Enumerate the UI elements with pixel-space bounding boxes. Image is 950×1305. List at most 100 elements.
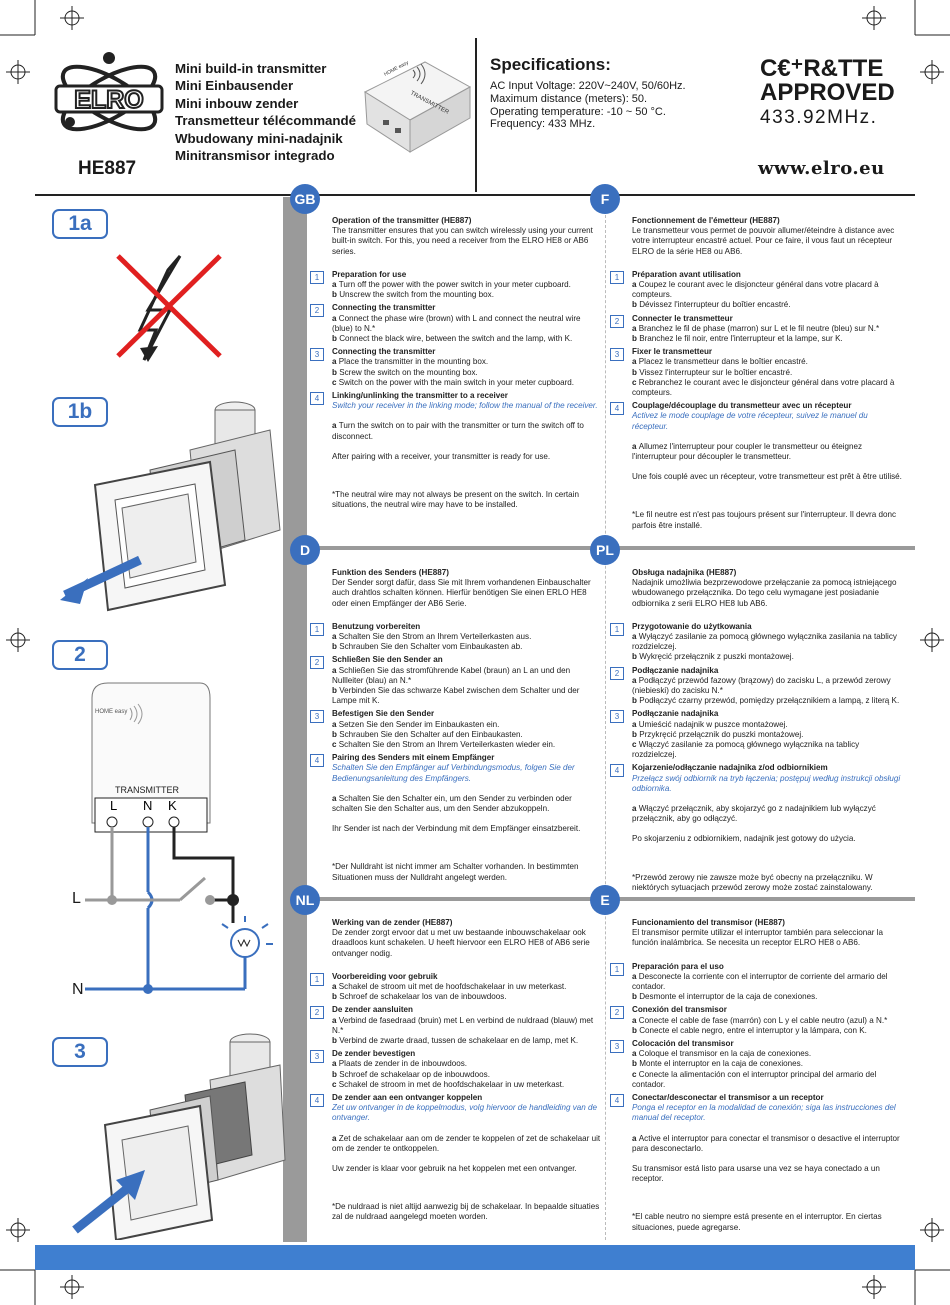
step-line: a Desconecte la corriente con el interru… — [632, 971, 888, 992]
step-line: c Schalten Sie den Strom an Ihrem Vertei… — [332, 740, 556, 750]
title-en: Mini build-in transmitter — [175, 61, 327, 76]
title-es: Minitransmisor integrado — [175, 148, 335, 164]
section-intro: Nadajnik umożliwia bezprzewodowe przełąc… — [632, 578, 897, 608]
step-line: a Coloque el transmisor en la caja de co… — [632, 1049, 812, 1059]
step-letter: a — [332, 421, 339, 431]
step-letter: a — [632, 280, 639, 290]
line-l-label: L — [72, 890, 81, 907]
spacer — [632, 949, 902, 959]
step-number: 4 — [610, 764, 624, 778]
spacer — [332, 959, 602, 969]
section-gb: Operation of the transmitter (HE887)The … — [310, 216, 602, 510]
step-line: a Schakel de stroom uit met de hoofdscha… — [332, 982, 567, 992]
step-heading: Przygotowanie do użytkowania — [632, 621, 752, 631]
step-letter: a — [332, 719, 339, 729]
unscrew-switch-illustration — [60, 401, 281, 612]
step-line: a Branchez le fil de phase (marron) sur … — [632, 323, 880, 333]
step-letter: b — [332, 290, 340, 300]
step-line: c Switch on the power with the main swit… — [332, 377, 575, 387]
step-line: b Monte el interruptor en la caja de con… — [632, 1059, 803, 1069]
step-heading: Conexión del transmisor — [632, 1005, 727, 1015]
transmitter-product-image: TRANSMITTER HOME easy — [363, 60, 472, 153]
step-letter: a — [632, 1049, 639, 1059]
spacer — [332, 257, 602, 267]
step-letter: b — [632, 652, 640, 662]
spacer — [632, 1184, 902, 1212]
step-heading: Conectar/desconectar el transmisor a un … — [632, 1093, 824, 1103]
step-number: 1 — [610, 270, 624, 284]
title-de: Mini Einbausender — [175, 78, 294, 94]
step-number: 4 — [310, 754, 324, 768]
step-heading: De zender aan een ontvanger koppelen — [332, 1093, 483, 1103]
section-title: Operation of the transmitter (HE887) — [332, 216, 472, 225]
elro-logo: ELRO — [54, 52, 164, 132]
spacer — [632, 482, 902, 510]
step-number: 1 — [610, 622, 624, 636]
step-number: 3 — [610, 710, 624, 724]
spacer — [632, 609, 902, 619]
step-hint: Ponga el receptor en la modalidad de con… — [632, 1103, 896, 1123]
spacer — [632, 1154, 902, 1164]
step-heading: Podłączanie nadajnika — [632, 665, 719, 675]
spacer — [632, 432, 902, 442]
terminal-n-label: N — [143, 798, 152, 813]
model-number: HE887 — [78, 158, 137, 179]
spec-voltage: AC Input Voltage: 220V~240V, 50/60Hz. — [490, 80, 686, 92]
lang-badge-d: D — [290, 535, 320, 565]
step-heading: Fixer le transmetteur — [632, 347, 713, 357]
mount-transmitter-illustration — [72, 1033, 286, 1240]
step-number: 2 — [310, 656, 324, 670]
line-n-label: N — [72, 981, 84, 998]
step-line: b Branchez le fil noir, entre l'interrup… — [632, 334, 843, 344]
spacer — [332, 1154, 602, 1164]
step-line: c Conecte la alimentación con el interru… — [632, 1069, 877, 1089]
step-line: b Wykręcić przełącznik z puszki montażow… — [632, 652, 794, 662]
website-link[interactable]: www.elro.eu — [758, 158, 885, 179]
step-number: 4 — [610, 1094, 624, 1108]
step-letter: b — [632, 334, 640, 344]
step-hint: Schalten Sie den Empfänger auf Verbindun… — [332, 763, 575, 783]
step-line: c Włączyć zasilanie za pomocą głównego w… — [632, 740, 860, 760]
section-note: *Der Nulldraht ist nicht immer am Schalt… — [332, 862, 579, 882]
step-letter: b — [632, 1025, 640, 1035]
specs-title: Specifications: — [490, 55, 611, 74]
step-heading: Benutzung vorbereiten — [332, 621, 421, 631]
step-line: b Dévissez l'interrupteur du boîtier enc… — [632, 300, 791, 310]
section-note: *The neutral wire may not always be pres… — [332, 490, 579, 510]
step-heading: Pairing des Senders mit einem Empfänger — [332, 753, 495, 763]
step-line: a Allumez l'interrupteur pour coupler le… — [632, 441, 863, 462]
step-hint: Activez le mode couplage de votre récept… — [632, 411, 868, 431]
step-letter: a — [332, 1015, 339, 1025]
spacer — [332, 462, 602, 490]
product-titles: Mini build-in transmitter Mini Einbausen… — [175, 60, 356, 164]
frequency-label: 433.92MHz. — [760, 107, 878, 128]
step-after: Po skojarzeniu z odbiornikiem, nadajnik … — [632, 834, 856, 844]
step-heading: Préparation avant utilisation — [632, 269, 741, 279]
step-number: 3 — [310, 710, 324, 724]
step-heading: Linking/unlinking the transmitter to a r… — [332, 391, 508, 401]
step-number: 3 — [310, 348, 324, 362]
step-after: After pairing with a receiver, your tran… — [332, 451, 551, 461]
spacer — [332, 1174, 602, 1202]
step-line: a Plaats de zender in de inbouwdoos. — [332, 1059, 468, 1069]
step-line: b Desmonte el interruptor de la caja de … — [632, 992, 818, 1002]
spacer — [632, 845, 902, 873]
lang-badge-gb: GB — [290, 184, 320, 214]
step-number: 2 — [610, 1006, 624, 1020]
column-divider — [605, 205, 607, 1240]
spacer — [632, 257, 902, 267]
step-heading: Preparation for use — [332, 269, 407, 279]
step-letter: a — [332, 793, 339, 803]
step-line: b Screw the switch on the mounting box. — [332, 367, 478, 377]
step-line: a Schalten Sie den Schalter ein, um den … — [332, 793, 572, 814]
step-number: 2 — [610, 666, 624, 680]
step-number: 2 — [310, 304, 324, 318]
spacer — [632, 824, 902, 834]
section-intro: El transmisor permite utilizar el interr… — [632, 928, 884, 948]
